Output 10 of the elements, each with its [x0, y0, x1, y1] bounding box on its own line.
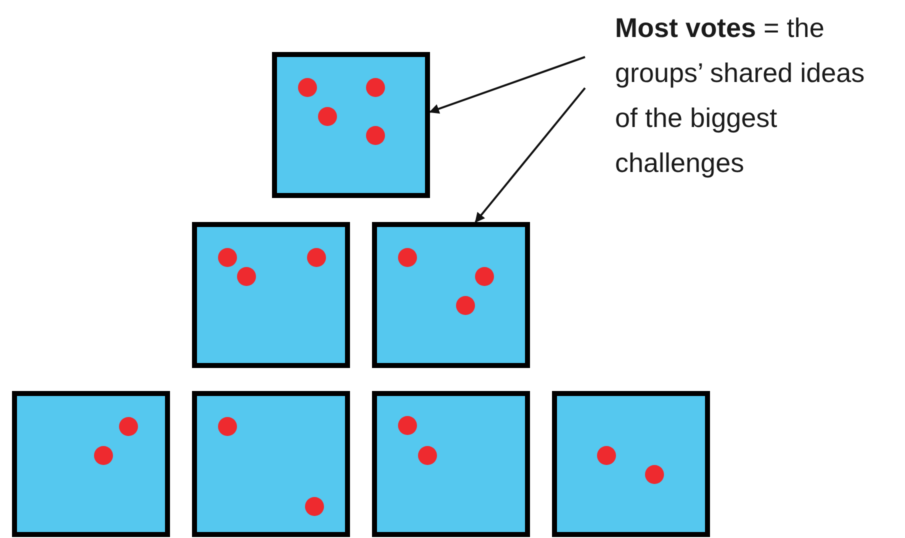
sticky-note-square	[192, 222, 350, 368]
leader-arrow	[474, 87, 586, 223]
sticky-note-square	[12, 391, 170, 537]
sticky-note-square	[552, 391, 710, 537]
annotation-text: Most votes = the groups’ shared ideas of the biggest challenges	[615, 12, 865, 180]
leader-arrow	[429, 56, 586, 114]
sticky-note-square	[192, 391, 350, 537]
sticky-note-square	[272, 52, 430, 198]
sticky-note-square	[372, 222, 530, 368]
sticky-note-square	[372, 391, 530, 537]
